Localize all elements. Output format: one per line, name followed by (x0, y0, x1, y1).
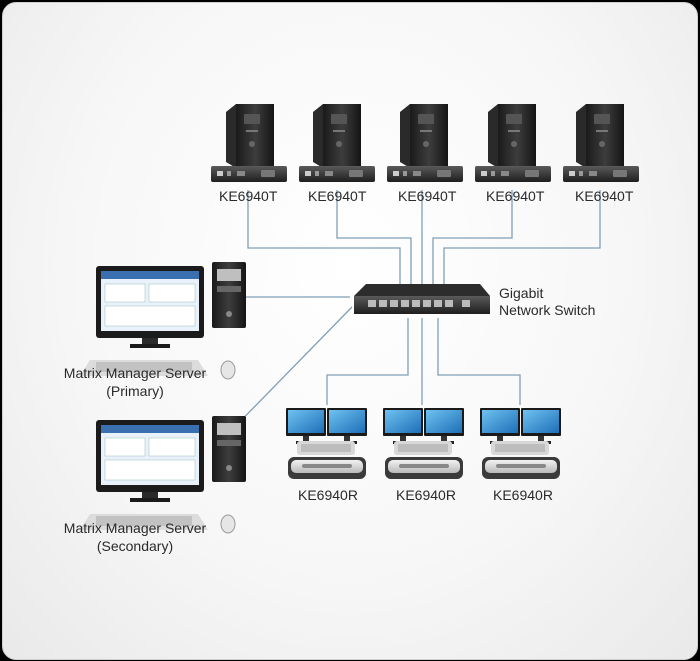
keyboard-icon (491, 441, 549, 455)
kvm-receiver-icon (482, 457, 560, 479)
keyboard-icon (394, 441, 452, 455)
receiver-label: KE6940R (298, 487, 358, 503)
receiver-label: KE6940R (396, 487, 456, 503)
secondary-server-label-line2: (Secondary) (96, 538, 174, 554)
transmitter-label: KE6940T (398, 188, 457, 204)
computer-tower-icon (400, 104, 448, 168)
kvm-transmitter-icon (299, 166, 375, 182)
monitor-icon (480, 408, 520, 444)
kvm-transmitter-icon (563, 166, 639, 182)
receiver-group (286, 408, 561, 479)
transmitter-label: KE6940T (575, 188, 634, 204)
kvm-transmitter-icon (211, 166, 287, 182)
server-workstation-icon (79, 415, 247, 534)
monitor-icon (424, 408, 464, 444)
computer-tower-icon (313, 104, 361, 168)
kvm-receiver-icon (288, 457, 366, 479)
transmitter-group (211, 104, 639, 182)
kvm-transmitter-icon (387, 166, 463, 182)
monitor-icon (327, 408, 367, 444)
network-switch-icon (354, 284, 490, 314)
monitor-icon (286, 408, 326, 444)
switch-label-line1: Gigabit (499, 285, 544, 301)
computer-tower-icon (576, 104, 624, 168)
switch-label-line2: Network Switch (499, 302, 596, 318)
monitor-icon (521, 408, 561, 444)
computer-tower-icon (226, 104, 274, 168)
secondary-server-label-line1: Matrix Manager Server (63, 520, 207, 536)
transmitter-label: KE6940T (308, 188, 367, 204)
transmitter-label: KE6940T (486, 188, 545, 204)
kvm-transmitter-icon (475, 166, 551, 182)
monitor-icon (383, 408, 423, 444)
computer-tower-icon (488, 104, 536, 168)
kvm-receiver-icon (385, 457, 463, 479)
transmitter-label: KE6940T (219, 188, 278, 204)
primary-server-label-line1: Matrix Manager Server (63, 365, 207, 381)
receiver-label: KE6940R (493, 487, 553, 503)
keyboard-icon (297, 441, 355, 455)
network-cables (221, 190, 601, 441)
primary-server-label-line2: (Primary) (106, 383, 164, 399)
server-workstation-icon (79, 261, 247, 380)
